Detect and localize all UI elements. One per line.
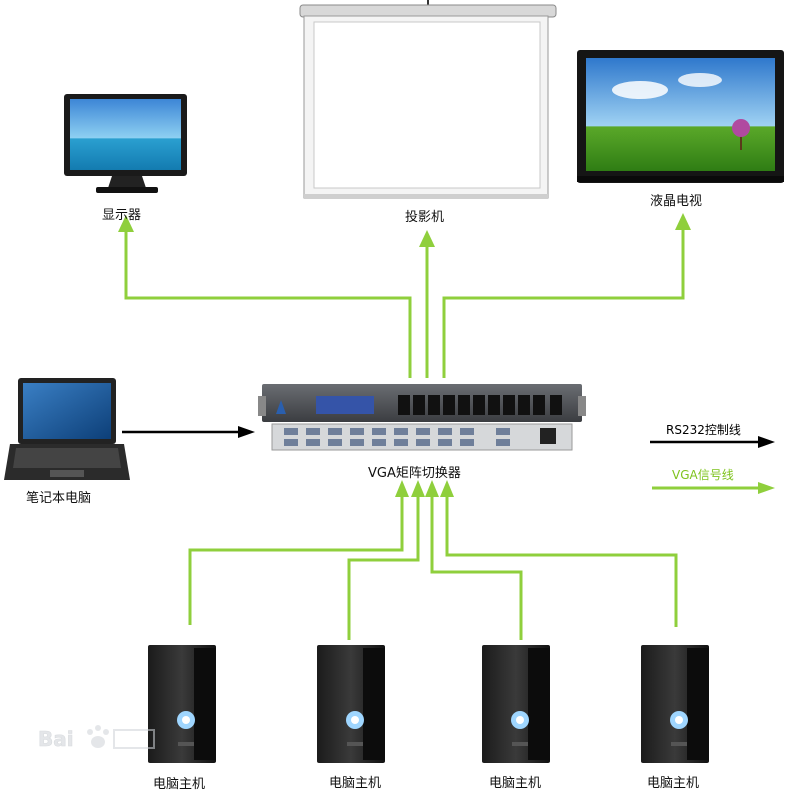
projector-screen-device [299, 0, 557, 199]
host-label-2: 电脑主机 [329, 776, 382, 791]
switcher-label: VGA矩阵切换器 [368, 466, 461, 481]
monitor-device [64, 94, 187, 193]
vga-matrix-switcher-device [258, 384, 586, 451]
host-label-3: 电脑主机 [489, 776, 542, 791]
computer-host-3 [482, 645, 550, 763]
line-from-host-1 [188, 490, 404, 625]
computer-host-4 [641, 645, 709, 763]
rs232-control-line [122, 426, 255, 438]
vga-signal-lines [124, 222, 685, 640]
legend-rs232-label: RS232控制线 [666, 423, 741, 437]
legend-vga-line [652, 482, 775, 494]
line-from-host-2 [347, 488, 420, 640]
lcd-tv-label: 液晶电视 [650, 194, 703, 209]
projector-label: 投影机 [405, 210, 445, 225]
line-to-monitor [124, 224, 412, 378]
lcd-tv-device [577, 50, 784, 183]
computer-host-2 [317, 645, 385, 763]
legend-vga-label: VGA信号线 [672, 468, 734, 482]
computer-host-1 [148, 645, 216, 763]
legend-rs232-line [650, 436, 775, 448]
host-label-4: 电脑主机 [647, 776, 700, 791]
laptop-label: 笔记本电脑 [26, 491, 92, 506]
host-label-1: 电脑主机 [153, 777, 206, 792]
vga-arrowheads [118, 213, 691, 497]
line-from-host-4 [445, 490, 678, 627]
laptop-device [4, 378, 130, 480]
line-to-lcd-tv [442, 222, 685, 378]
svg-text:Bai: Bai [38, 727, 74, 751]
line-from-host-3 [430, 488, 523, 640]
monitor-label: 显示器 [102, 208, 142, 223]
baidu-watermark-logo: Bai [38, 718, 168, 758]
